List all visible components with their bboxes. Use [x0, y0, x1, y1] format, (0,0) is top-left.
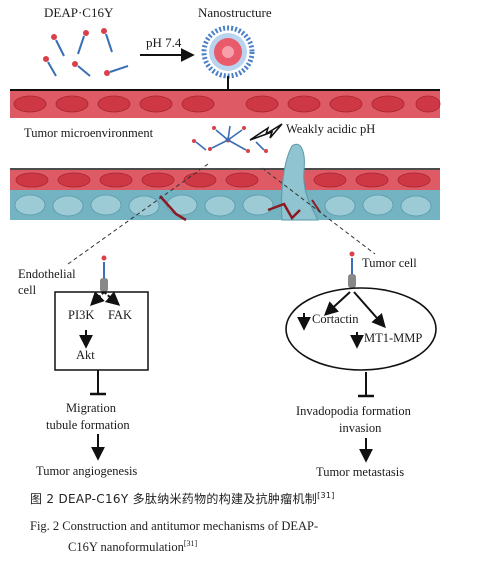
nanostructure-label: Nanostructure	[198, 5, 272, 20]
caption-english-text: C16Y nanoformulation	[68, 540, 184, 554]
endothelial-pathway-box	[54, 291, 149, 371]
tumor-tissue	[10, 143, 440, 222]
endothelial-label-line2: cell	[18, 283, 37, 297]
blood-vessel	[10, 89, 441, 118]
nanostructure-icon	[201, 25, 255, 79]
acidic-ph-label: Weakly acidic pH	[286, 122, 376, 136]
mt1mmp-label: MT1-MMP	[364, 331, 423, 345]
fak-label: FAK	[108, 308, 133, 322]
connector-endothelial	[67, 163, 209, 265]
angiogenesis-label: Tumor angiogenesis	[36, 464, 138, 478]
peptide-monomer	[72, 61, 91, 77]
tumor-receptor-icon	[348, 251, 356, 288]
endothelial-receptor-icon	[100, 255, 108, 292]
pi3k-label: PI3K	[68, 308, 95, 322]
connector-tumor	[261, 167, 376, 255]
released-peptides	[192, 125, 268, 153]
caption-chinese: 图 2 DEAP-C16Y 多肽纳米药物的构建及抗肿瘤机制[31]	[30, 488, 335, 507]
caption-chinese-ref: [31]	[317, 491, 335, 500]
peptide-monomer	[77, 30, 89, 55]
monomer-label: DEAP·C16Y	[44, 5, 114, 20]
vessel-wall	[10, 168, 440, 190]
peptide-monomer	[51, 34, 65, 57]
microenvironment-label: Tumor microenvironment	[24, 126, 154, 140]
peptide-monomer	[101, 28, 113, 53]
migration-label: Migration	[66, 401, 116, 415]
peptide-monomer	[43, 56, 57, 77]
invasion-label: invasion	[339, 421, 382, 435]
ph-label: pH 7.4	[146, 35, 182, 50]
cortactin-label: Cortactin	[312, 312, 359, 326]
tubule-formation-label: tubule formation	[46, 418, 130, 432]
caption-english-line1: Fig. 2 Construction and antitumor mechan…	[30, 519, 319, 533]
invadopodia-label: Invadopodia formation	[296, 404, 411, 418]
caption-chinese-text: 图 2 DEAP-C16Y 多肽纳米药物的构建及抗肿瘤机制	[30, 492, 318, 506]
lightning-icon	[249, 123, 283, 141]
endothelial-label-line1: Endothelial	[18, 267, 76, 281]
peptide-monomer	[104, 65, 129, 76]
caption-english-ref: [31]	[183, 539, 198, 548]
caption-english-line2: C16Y nanoformulation[31]	[68, 536, 197, 555]
akt-label: Akt	[76, 348, 95, 362]
metastasis-label: Tumor metastasis	[316, 465, 405, 479]
tumor-cell-label: Tumor cell	[362, 256, 417, 270]
peptide-monomers	[43, 28, 129, 77]
tumor-cell-outline	[285, 287, 437, 371]
